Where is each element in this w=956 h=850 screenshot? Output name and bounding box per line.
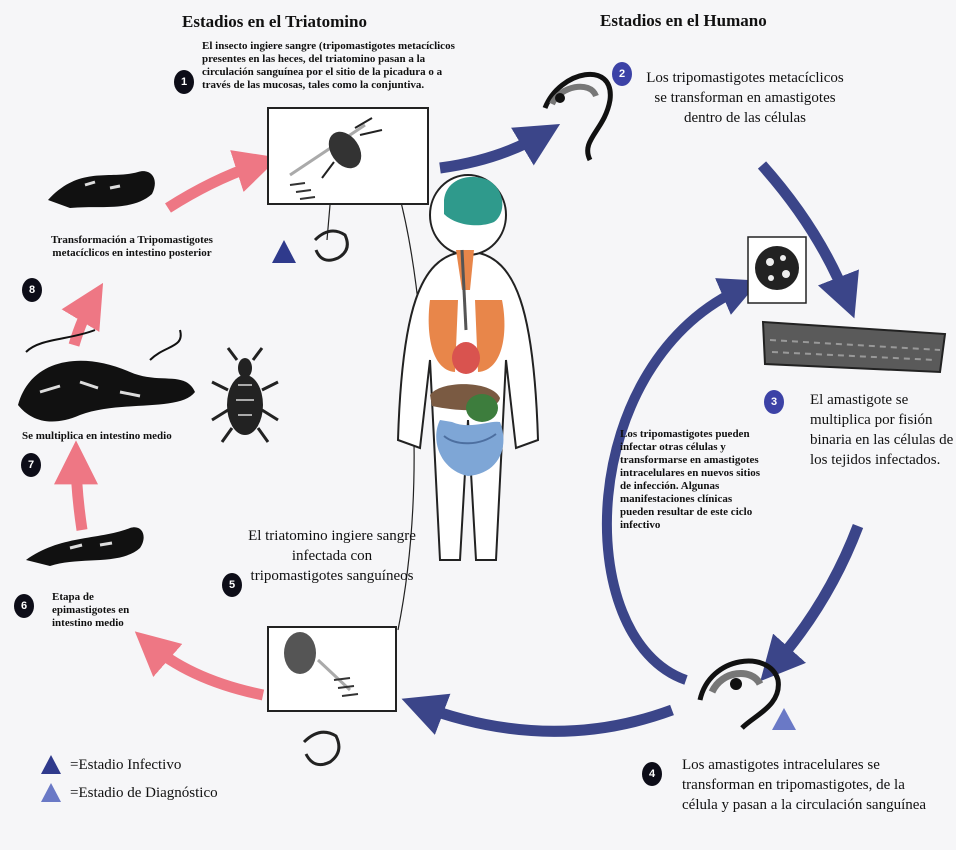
stage-7-description: Se multiplica en intestino medio [22,430,232,443]
stage-1-illustration [268,108,428,260]
diagnostic-stage-triangle-icon [40,782,64,804]
legend-infective-label: =Estadio Infectivo [70,755,181,775]
legend: =Estadio Infectivo =Estadio de Diagnósti… [40,752,270,808]
infective-stage-triangle-icon [40,754,64,776]
stage-8-description: Transformación a Tripomastigotes metacíc… [42,234,222,260]
stage-1-infective-triangle [272,240,296,263]
stage-3-description: El amastigote se multiplica por fisión b… [810,390,954,470]
stage-2-description: Los tripomastigotes metacíclicos se tran… [640,68,850,128]
stage-8-trypomastigote-illustration [48,171,155,208]
stage-4-diagnostic-triangle [772,708,796,730]
arrow-stage-6-to-7 [76,458,82,530]
stage-3-number: 3 [764,390,784,414]
connector-line-stage-1-box [327,205,330,240]
legend-diagnostic-label: =Estadio de Diagnóstico [70,783,218,803]
reinfection-note: Los tripomastigotes pueden infectar otra… [620,428,768,532]
stage-1-description: El insecto ingiere sangre (tripomastigot… [202,40,457,92]
stage-4-description: Los amastigotes intracelulares se transf… [682,755,927,815]
arrow-stage-7-to-8 [74,298,94,345]
arrow-stage-1-to-2 [440,133,545,168]
stage-5-illustration [268,627,396,765]
stage-8-number: 8 [22,278,42,302]
stage-4-number: 4 [642,762,662,786]
stage-6-epimastigote-illustration [26,527,144,566]
header-triatomine-stages: Estadios en el Triatomino [182,12,367,32]
stage-3-infected-cell-illustration [748,237,806,303]
arrow-stage-5-to-6 [148,643,263,695]
stage-6-number: 6 [14,594,34,618]
header-human-stages: Estadios en el Humano [600,11,767,31]
stage-1-number: 1 [174,70,194,94]
kissing-bug-illustration [212,348,278,442]
human-body-illustration [398,175,538,560]
arrow-stage-4-to-5 [418,705,672,731]
arrow-stage-8-to-1 [168,163,262,208]
stage-6-description: Etapa de epimastigotes en intestino medi… [52,591,157,630]
stage-7-multiplying-parasites-illustration [18,330,195,422]
stage-5-description: El triatomino ingiere sangre infectada c… [248,526,416,586]
stage-5-number: 5 [222,573,242,597]
stage-3-tissue-illustration [763,322,945,372]
stage-2-number: 2 [612,62,632,86]
stage-7-number: 7 [21,453,41,477]
stage-4-trypomastigote-illustration [700,661,778,728]
arrow-stage-3-to-4 [772,526,858,668]
stage-2-trypomastigote-illustration [545,74,610,160]
